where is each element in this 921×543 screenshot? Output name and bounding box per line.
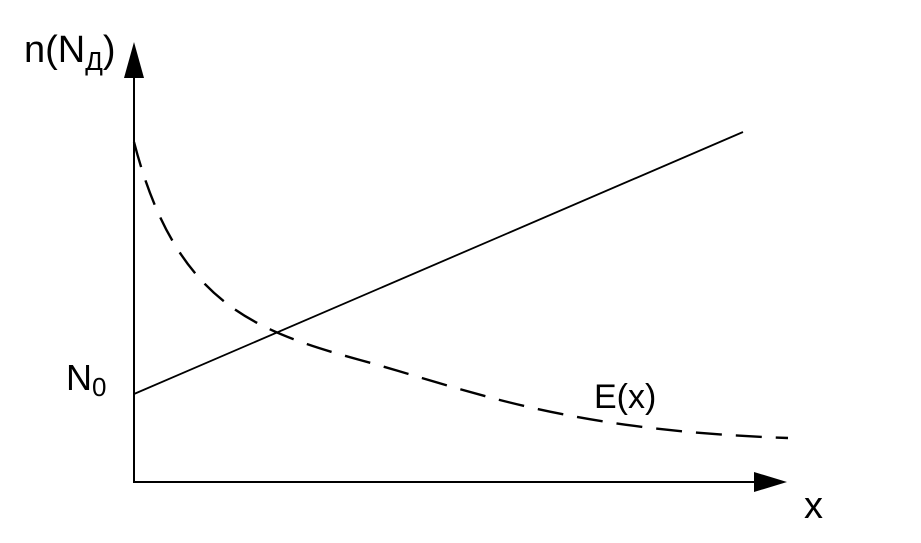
solid-line [133, 131, 744, 395]
x-axis-arrow-icon [754, 472, 787, 492]
curve-label: E(x) [594, 378, 656, 416]
y-axis-arrow-icon [124, 42, 144, 78]
origin-label: N0 [66, 357, 106, 402]
y-axis-label: n(NД) [24, 29, 116, 76]
x-axis-label: x [804, 485, 823, 527]
dashed-curve-e [132, 141, 789, 440]
